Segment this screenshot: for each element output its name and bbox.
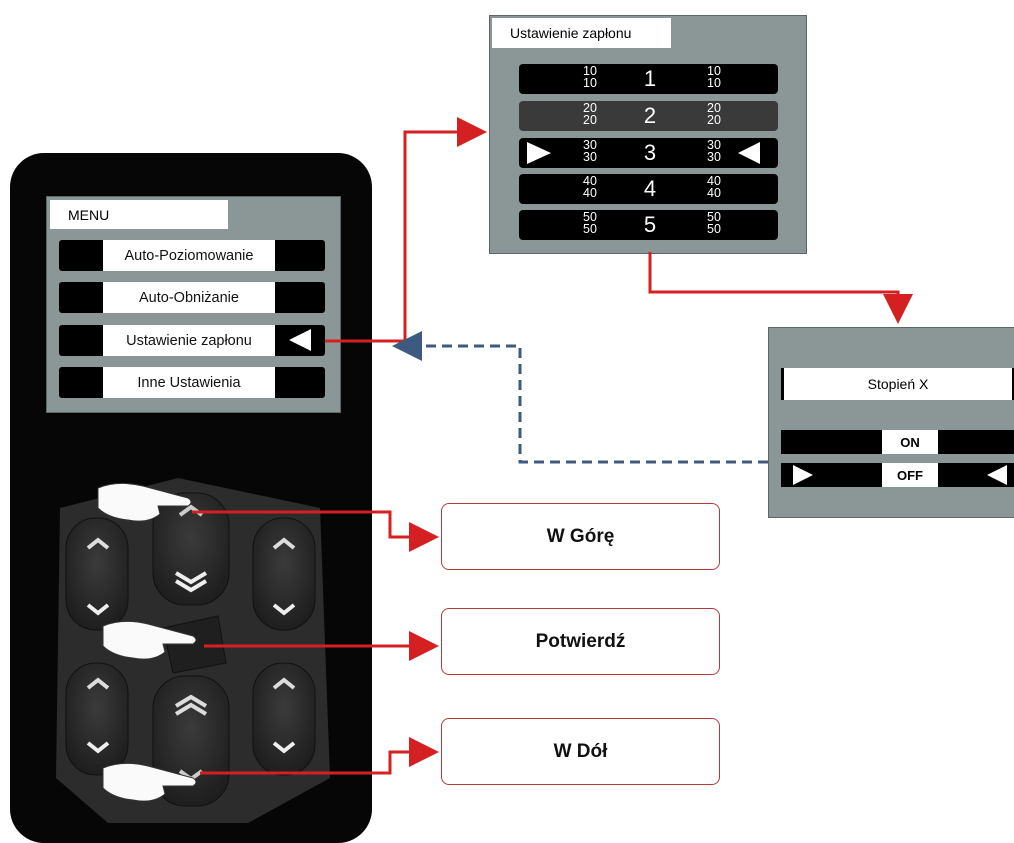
menu-item-label: Auto-Obniżanie [103, 282, 275, 313]
ignition-value-bottom: 30 [707, 150, 721, 164]
ignition-value-top: 30 [583, 138, 597, 152]
degree-option-on[interactable]: ON [781, 430, 1014, 454]
menu-title: MENU [50, 200, 228, 229]
ignition-value-top: 50 [583, 210, 597, 224]
chevron-up-icon [86, 677, 110, 690]
ignition-value-bottom: 50 [583, 222, 597, 236]
selection-pointer-icon [289, 329, 311, 351]
ignition-value-bottom: 10 [707, 76, 721, 90]
ignition-level-number: 1 [643, 66, 657, 91]
ignition-level-number: 4 [643, 176, 657, 201]
left-bottom-button[interactable] [65, 662, 129, 776]
chevron-down-icon [86, 603, 110, 616]
degree-setting-screen: Stopień X ON OFF [768, 327, 1014, 518]
menu-item-auto-lowering[interactable]: Auto-Obniżanie [59, 282, 325, 313]
right-top-button[interactable] [252, 517, 316, 631]
ignition-value-top: 20 [707, 101, 721, 115]
ignition-value-bottom: 10 [583, 76, 597, 90]
degree-title: Stopień X [784, 368, 1012, 400]
chevron-down-icon [272, 741, 296, 754]
double-chevron-down-icon [174, 571, 208, 585]
arrow-ignition-to-degree [648, 252, 913, 324]
selection-left-pointer-icon [738, 142, 760, 164]
ignition-level-number: 5 [643, 212, 657, 237]
menu-item-label: Inne Ustawienia [103, 367, 275, 398]
menu-item-label: Ustawienie zapłonu [103, 325, 275, 356]
chevron-up-icon [272, 537, 296, 550]
ignition-value-top: 40 [583, 174, 597, 188]
menu-screen: MENU Auto-Poziomowanie Auto-Obniżanie Us… [46, 196, 341, 413]
ignition-value-top: 50 [707, 210, 721, 224]
callout-down: W Dół [441, 718, 720, 785]
ignition-value-top: 40 [707, 174, 721, 188]
ignition-value-top: 10 [583, 64, 597, 78]
callout-confirm: Potwierdź [441, 608, 720, 675]
confirm-button[interactable] [162, 615, 227, 674]
ignition-value-bottom: 20 [583, 113, 597, 127]
chevron-down-icon [272, 603, 296, 616]
double-chevron-up-icon [174, 702, 208, 716]
left-top-button[interactable] [65, 517, 129, 631]
double-chevron-up-icon [174, 694, 208, 708]
degree-off-label: OFF [882, 463, 938, 487]
ignition-value-bottom: 20 [707, 113, 721, 127]
menu-item-label: Auto-Poziomowanie [103, 240, 275, 271]
callout-up: W Górę [441, 503, 720, 570]
up-button[interactable] [152, 492, 230, 606]
ignition-value-bottom: 30 [583, 150, 597, 164]
arrow-degree-back-to-menu [392, 331, 768, 464]
degree-option-off[interactable]: OFF [781, 463, 1014, 487]
menu-item-ignition-setting[interactable]: Ustawienie zapłonu [59, 325, 325, 356]
selection-left-pointer-icon [987, 465, 1007, 485]
ignition-level-number: 2 [643, 103, 657, 128]
degree-title-bar: Stopień X [781, 368, 1014, 400]
ignition-value-top: 10 [707, 64, 721, 78]
arrow-up-to-callout [192, 510, 439, 552]
double-chevron-down-icon [174, 579, 208, 593]
ignition-level-number: 3 [643, 140, 657, 165]
chevron-up-icon [272, 677, 296, 690]
ignition-value-top: 30 [707, 138, 721, 152]
arrow-down-to-callout [200, 737, 439, 775]
chevron-up-icon [86, 537, 110, 550]
selection-right-pointer-icon [527, 142, 551, 164]
arrow-menu-to-ignition [325, 117, 487, 343]
ignition-value-top: 20 [583, 101, 597, 115]
connector-arrows [192, 117, 913, 775]
menu-item-auto-leveling[interactable]: Auto-Poziomowanie [59, 240, 325, 271]
keypad [56, 478, 330, 823]
right-bottom-button[interactable] [252, 662, 316, 776]
ignition-value-bottom: 40 [583, 186, 597, 200]
hand-pointer-icon [102, 620, 197, 660]
ignition-screen-title: Ustawienie zapłonu [492, 18, 671, 48]
degree-on-label: ON [882, 430, 938, 454]
menu-item-other-settings[interactable]: Inne Ustawienia [59, 367, 325, 398]
hand-pointer-icon [97, 482, 192, 522]
ignition-value-bottom: 40 [707, 186, 721, 200]
selection-right-pointer-icon [793, 465, 813, 485]
chevron-down-icon [86, 741, 110, 754]
hand-pointer-icon [102, 762, 197, 802]
ignition-value-bottom: 50 [707, 222, 721, 236]
